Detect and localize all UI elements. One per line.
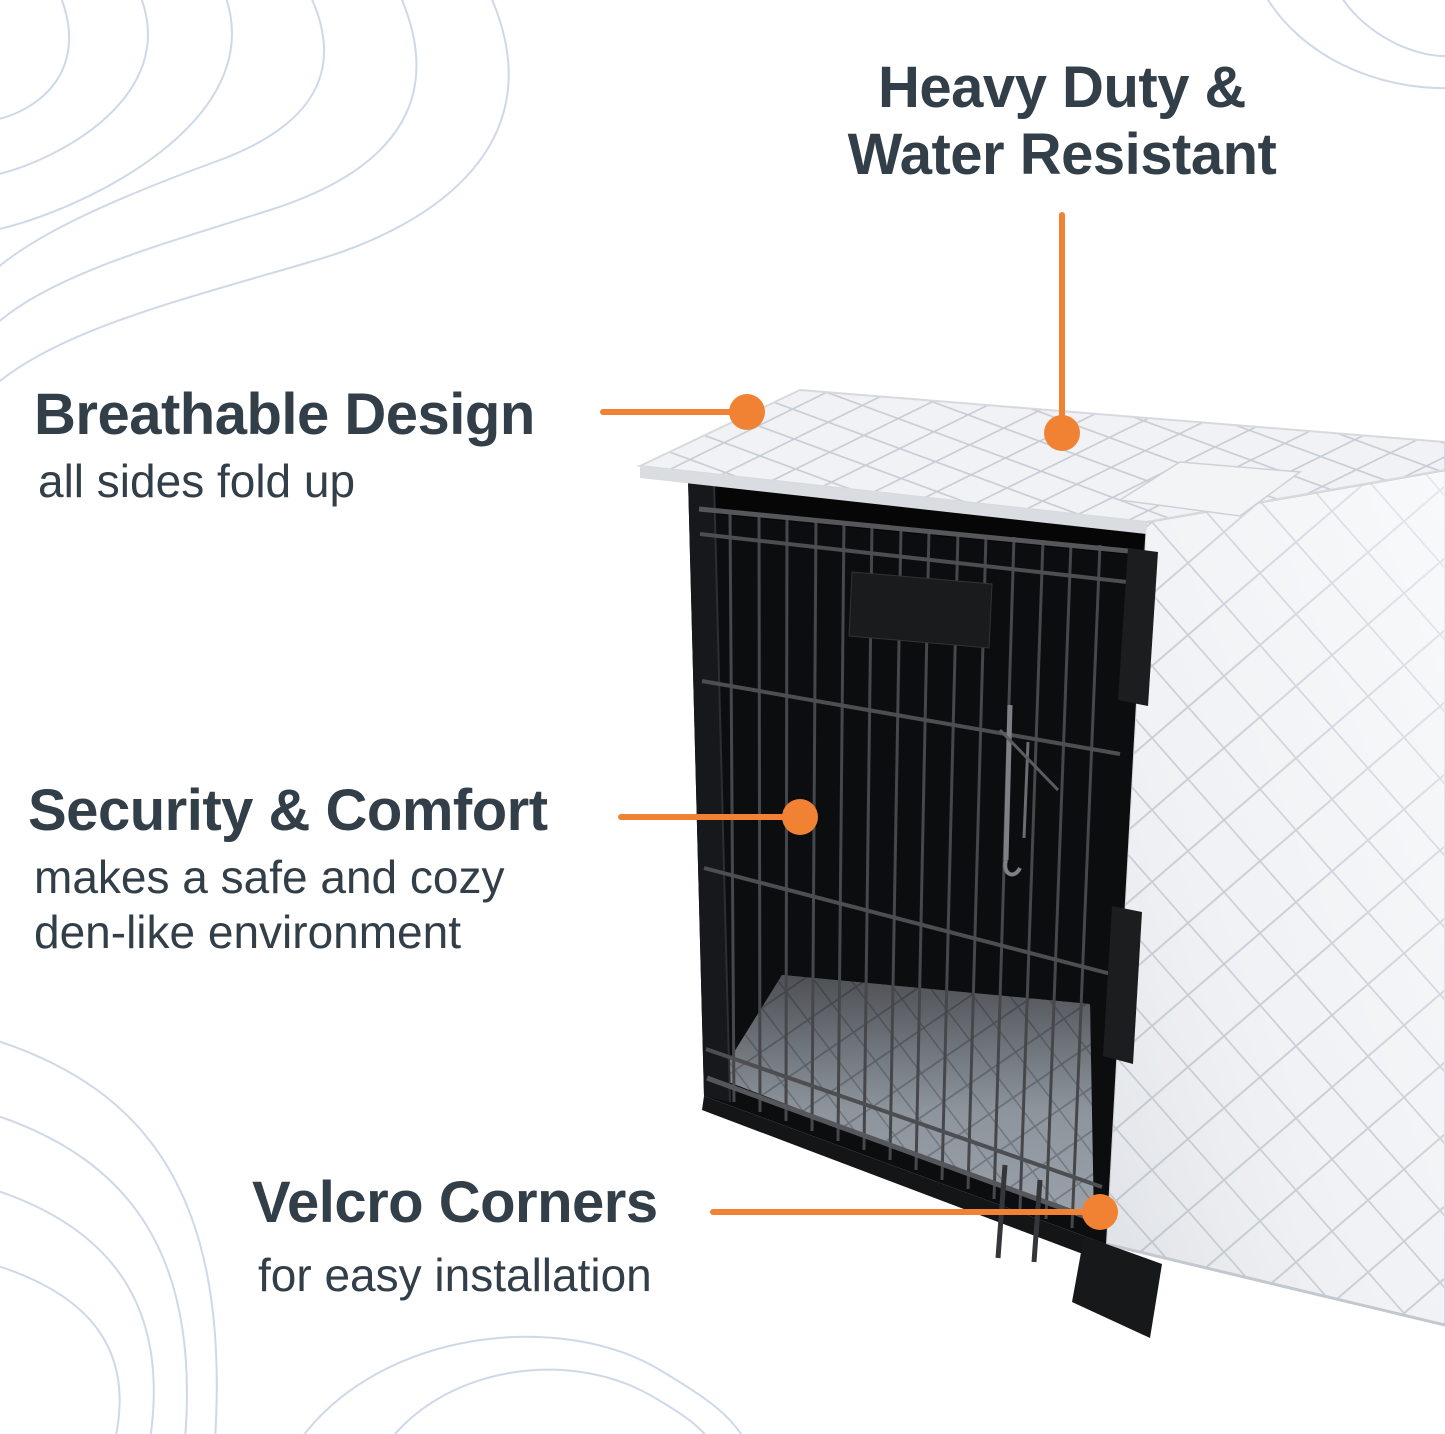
heavy-duty-connector-line	[1059, 212, 1065, 418]
wire-grid-horizontal	[698, 506, 1129, 1225]
crate-label-plate	[848, 571, 993, 649]
door-latch	[998, 704, 1060, 877]
callout-velcro-title: Velcro Corners	[252, 1170, 658, 1235]
heavy-duty-line2: Water Resistant	[847, 121, 1277, 187]
security-connector-line	[618, 814, 786, 820]
callout-breathable-subtitle: all sides fold up	[38, 455, 356, 507]
velcro-strips	[1103, 548, 1158, 1064]
callout-security-title: Security & Comfort	[28, 778, 548, 843]
security-subtitle-line2: den-like environment	[34, 906, 462, 959]
heavy-duty-line1: Heavy Duty &	[878, 55, 1246, 120]
callout-heavy-duty: Heavy Duty & Water Resistant	[712, 55, 1412, 188]
crate-corner-foot	[1072, 1236, 1162, 1338]
crate-cover-lid	[636, 388, 1445, 534]
callout-security-subtitle: makes a safe and cozy den-like environme…	[34, 850, 504, 960]
callout-breathable-title: Breathable Design	[34, 382, 535, 447]
security-subtitle-line1: makes a safe and cozy	[34, 851, 505, 903]
breathable-connector-line	[600, 409, 740, 415]
crate-cover-side-panel	[1104, 468, 1445, 1327]
wire-grid-vertical	[728, 510, 1102, 1229]
velcro-callout-dot	[1082, 1194, 1118, 1230]
crate-interior-and-door	[688, 478, 1146, 1263]
security-callout-dot	[782, 799, 818, 835]
callout-velcro-subtitle: for easy installation	[258, 1249, 652, 1301]
velcro-connector-line	[710, 1209, 1088, 1215]
heavy-duty-callout-dot	[1044, 415, 1080, 451]
breathable-callout-dot	[729, 394, 765, 430]
